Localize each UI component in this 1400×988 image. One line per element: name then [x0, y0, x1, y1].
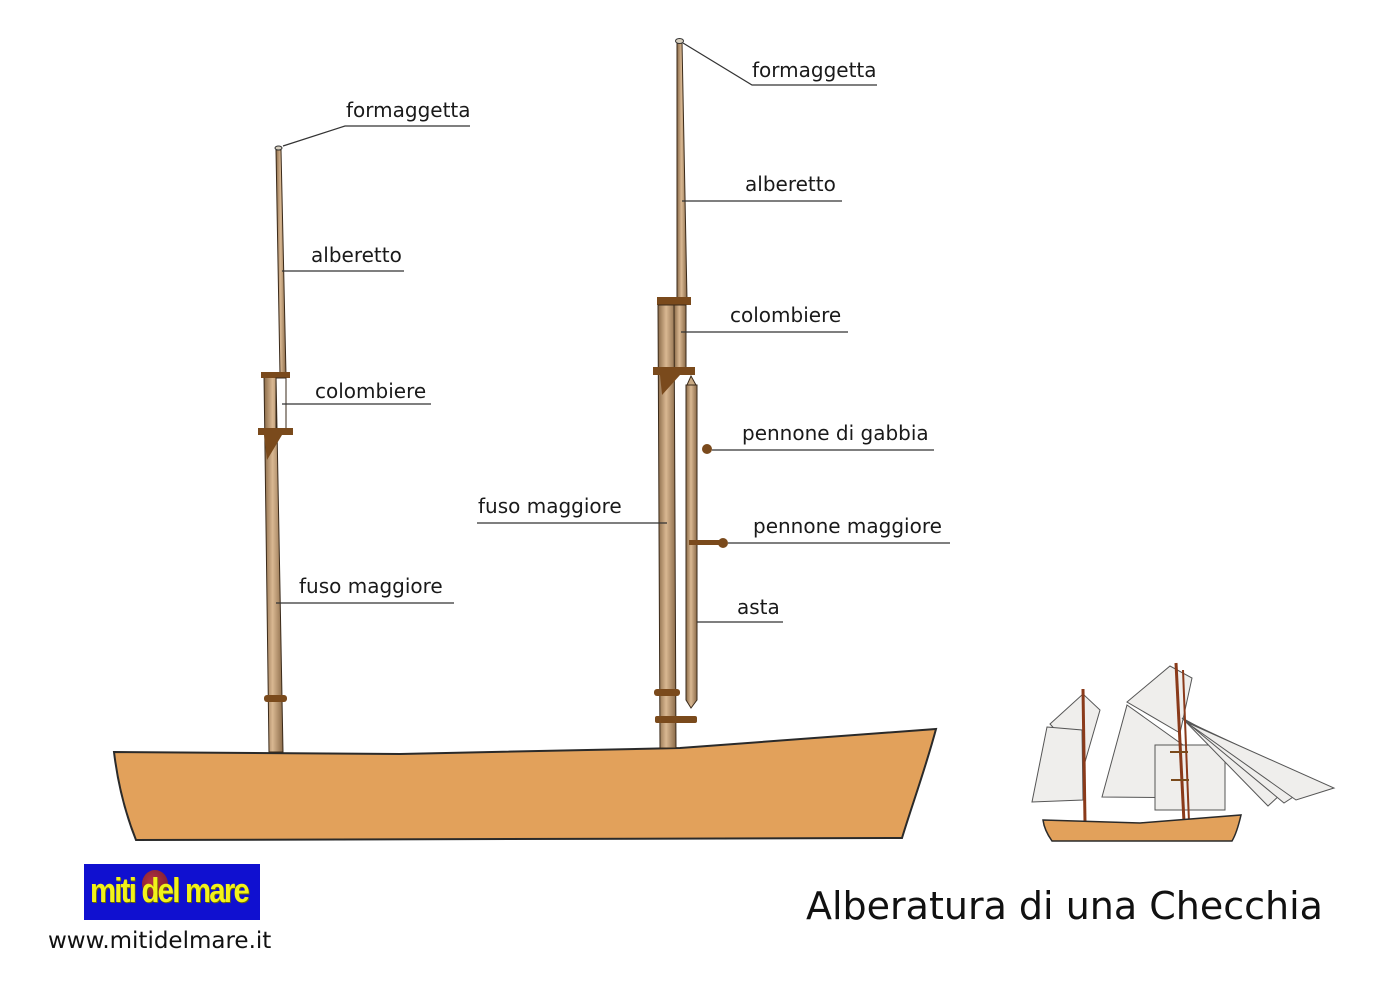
- right-fuso-maggiore: [657, 304, 677, 749]
- label-pennone-maggiore: pennone maggiore: [753, 514, 942, 538]
- right-alberetto: [676, 41, 688, 301]
- mizzen-sail: [1031, 726, 1084, 803]
- right-band-base: [655, 716, 697, 723]
- main-lower-sail: [1154, 744, 1226, 811]
- label-right-formaggetta: formaggetta: [752, 58, 877, 82]
- pennone-maggiore-marker: [718, 538, 728, 548]
- logo-emblem: [142, 870, 168, 898]
- left-crosstree: [258, 428, 293, 435]
- left-mast: [258, 145, 293, 753]
- mizzen-mast: [1081, 688, 1087, 823]
- website-url: www.mitidelmare.it: [48, 928, 272, 954]
- right-crosstree: [653, 367, 695, 375]
- label-left-fuso: fuso maggiore: [299, 574, 443, 598]
- right-colombiere-cap: [657, 297, 691, 305]
- labels: formaggetta alberetto colombiere fuso ma…: [299, 58, 942, 619]
- miti-del-mare-logo: miti del mare: [84, 864, 260, 920]
- right-formaggetta: [675, 38, 684, 44]
- label-left-alberetto: alberetto: [311, 243, 402, 267]
- label-left-formaggetta: formaggetta: [346, 98, 471, 122]
- label-right-alberetto: alberetto: [745, 172, 836, 196]
- right-mast: [653, 38, 728, 749]
- left-alberetto: [275, 149, 287, 376]
- pennone-gabbia-marker: [702, 444, 712, 454]
- right-band-low: [654, 689, 680, 696]
- pennone-maggiore-boom: [689, 540, 719, 545]
- label-right-colombiere: colombiere: [730, 303, 841, 327]
- main-mast: [1174, 662, 1186, 823]
- label-asta: asta: [737, 595, 780, 619]
- leader-lines: [276, 42, 950, 623]
- label-pennone-gabbia: pennone di gabbia: [742, 421, 929, 445]
- left-formaggetta: [274, 145, 283, 151]
- small-hull: [1042, 814, 1242, 842]
- jib-3: [1185, 721, 1336, 801]
- left-colombiere-cap: [261, 372, 290, 378]
- left-band: [264, 695, 287, 702]
- diagram-title: Alberatura di una Checchia: [806, 884, 1323, 928]
- label-right-fuso: fuso maggiore: [478, 494, 622, 518]
- hull: [112, 727, 938, 842]
- boat-illustration: [1031, 662, 1336, 842]
- logo-text: miti del mare: [90, 872, 250, 910]
- label-left-colombiere: colombiere: [315, 379, 426, 403]
- asta: [685, 384, 698, 709]
